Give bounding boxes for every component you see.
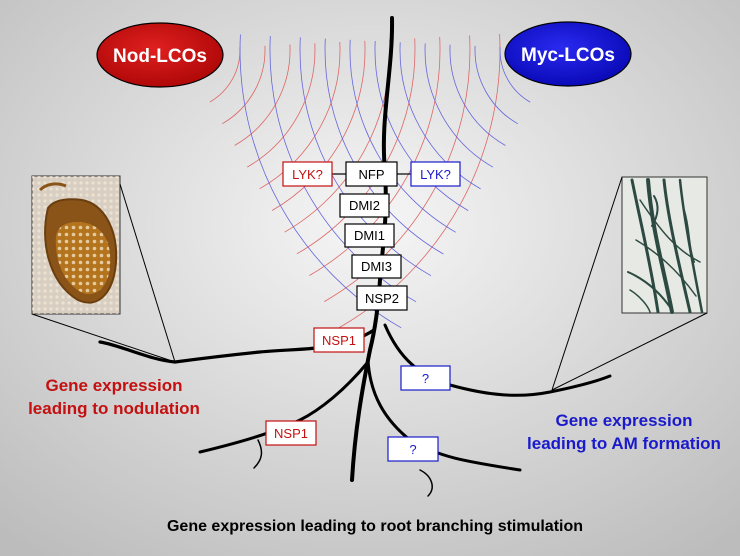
dmi3-label: DMI3 <box>361 259 392 274</box>
gene-box-dmi1: DMI1 <box>344 223 395 248</box>
dmi2-label: DMI2 <box>349 198 380 213</box>
gene-box-lyk-right: LYK? <box>410 161 461 187</box>
nodule-micrograph <box>31 175 121 315</box>
signal-wave-arc <box>259 41 341 190</box>
signal-wave-arc <box>399 42 481 190</box>
branching-label: Gene expression leading to root branchin… <box>167 518 583 535</box>
gene-box-nsp1-lower: NSP1 <box>265 420 317 446</box>
nodulation-label-line1: Gene expression <box>45 376 182 395</box>
nsp1-lower-label: NSP1 <box>274 426 308 441</box>
am-label-line2: leading to AM formation <box>527 434 721 453</box>
rootlet-left-lower <box>253 439 263 469</box>
nsp2-label: NSP2 <box>365 291 399 306</box>
signal-wave-arc <box>499 47 531 103</box>
nod-lcos-label: Nod-LCOs <box>113 46 207 67</box>
gene-box-dmi3: DMI3 <box>351 254 402 279</box>
am-zoom-line-lower <box>551 312 708 391</box>
myc-lcos-signal: Myc-LCOs <box>504 21 632 87</box>
signal-wave-arc <box>234 44 291 146</box>
gene-box-nsp2: NSP2 <box>356 285 408 311</box>
gene-box-lyk-left: LYK? <box>282 161 333 187</box>
signal-wave-arc <box>247 43 316 168</box>
signal-wave-arc <box>374 40 469 211</box>
gene-box-nsp1-upper: NSP1 <box>313 327 365 353</box>
nodule-zoom-line-upper <box>119 183 176 363</box>
rootlet-right-lower <box>419 469 433 497</box>
dmi1-label: DMI1 <box>354 228 385 243</box>
signal-wave-arc <box>474 45 518 125</box>
unknown-lower-label: ? <box>409 442 416 457</box>
myc-lcos-label: Myc-LCOs <box>521 45 615 66</box>
lateral-root-left-lower <box>198 360 370 454</box>
nodulation-label-line2: leading to nodulation <box>28 399 200 418</box>
lyk-left-label: LYK? <box>292 167 323 182</box>
am-zoom-line-upper <box>551 176 623 391</box>
am-label-line1: Gene expression <box>555 411 692 430</box>
signal-wave-arc <box>349 39 456 233</box>
gene-box-dmi2: DMI2 <box>339 193 390 218</box>
unknown-upper-label: ? <box>422 371 429 386</box>
gene-box-unknown-upper: ? <box>400 365 451 391</box>
gene-box-unknown-lower: ? <box>387 436 439 462</box>
lateral-root-right-upper <box>383 323 612 397</box>
lyk-right-label: LYK? <box>420 167 451 182</box>
signal-wave-arc <box>449 44 506 146</box>
signal-wave-arc <box>424 43 494 168</box>
nodule-zoom-line-lower <box>31 313 176 363</box>
gene-box-nfp: NFP <box>345 161 398 187</box>
nsp1-upper-label: NSP1 <box>322 333 356 348</box>
am-micrograph <box>621 176 708 314</box>
signal-wave-arc <box>222 45 266 125</box>
signal-wave-arc <box>309 36 441 276</box>
nfp-label: NFP <box>359 167 385 182</box>
nod-lcos-signal: Nod-LCOs <box>96 22 224 88</box>
